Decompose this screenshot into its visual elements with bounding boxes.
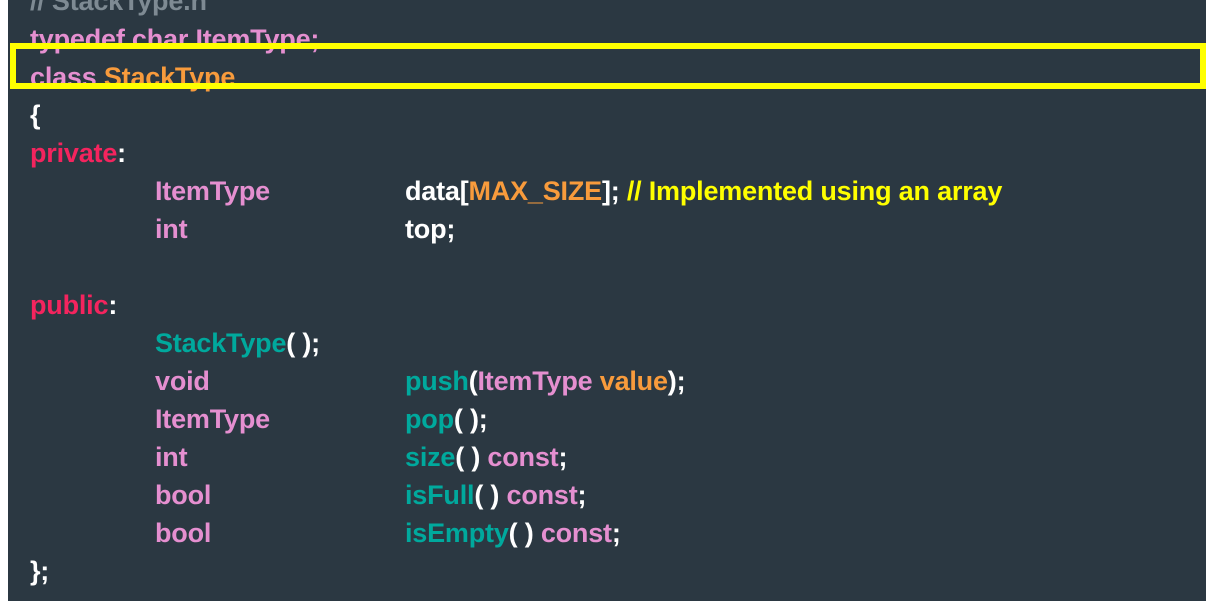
line-class-decl-token-1: StackType bbox=[103, 62, 236, 92]
line-typedef: typedef char ItemType; bbox=[8, 20, 1206, 58]
line-typedef-token-0: typedef char ItemType; bbox=[30, 24, 320, 54]
line-method-pop-name-token-1: ( ); bbox=[453, 404, 488, 434]
line-method-push-name: push(ItemType value); bbox=[405, 362, 686, 400]
line-method-push-name-token-0: push bbox=[405, 366, 469, 396]
line-private: private: bbox=[8, 134, 1206, 172]
line-member-top-name: top; bbox=[405, 210, 455, 248]
line-open-brace-token-0: { bbox=[30, 100, 41, 130]
line-class-decl-token-0: class bbox=[30, 62, 104, 92]
line-method-isempty-type-token-0: bool bbox=[155, 518, 212, 548]
line-method-isempty-name-token-1: ( ) bbox=[508, 518, 541, 548]
line-method-push-name-token-3 bbox=[592, 366, 599, 396]
line-public-token-0: public bbox=[30, 290, 109, 320]
line-member-data-name-token-0: data bbox=[405, 176, 460, 206]
line-method-pop-type: ItemType bbox=[155, 400, 270, 438]
line-close-brace: }; bbox=[8, 552, 1206, 590]
line-method-pop-name: pop( ); bbox=[405, 400, 488, 438]
line-method-isfull-name-token-1: ( ) bbox=[474, 480, 507, 510]
line-open-brace: { bbox=[8, 96, 1206, 134]
line-ctor-type: StackType( ); bbox=[155, 324, 320, 362]
line-member-data: ItemType data[MAX_SIZE]; // Implemented u… bbox=[8, 172, 1206, 210]
line-method-size: int size( ) const; bbox=[8, 438, 1206, 476]
line-method-isempty-name: isEmpty( ) const; bbox=[405, 514, 621, 552]
line-method-push-name-token-1: ( bbox=[468, 366, 478, 396]
line-method-isfull-name-token-2: const bbox=[506, 480, 578, 510]
code-panel: // StackType.h typedef char ItemType; clas… bbox=[8, 0, 1206, 601]
line-method-push-name-token-2: ItemType bbox=[477, 366, 593, 396]
line-file-comment: // StackType.h bbox=[8, 0, 1206, 20]
line-method-isempty: bool isEmpty( ) const; bbox=[8, 514, 1206, 552]
line-method-push-name-token-5: ); bbox=[667, 366, 686, 396]
line-member-data-name-token-2: MAX_SIZE bbox=[468, 176, 603, 206]
line-method-size-name-token-2: const bbox=[487, 442, 559, 472]
line-private-token-0: private bbox=[30, 138, 118, 168]
line-member-data-name-token-3: ]; bbox=[601, 176, 627, 206]
line-method-size-name: size( ) const; bbox=[405, 438, 567, 476]
line-method-push-name-token-4: value bbox=[599, 366, 668, 396]
line-member-top: int top; bbox=[8, 210, 1206, 248]
line-member-data-name-token-1: [ bbox=[459, 176, 469, 206]
line-method-pop-type-token-0: ItemType bbox=[155, 404, 270, 434]
line-method-size-type-token-0: int bbox=[155, 442, 188, 472]
line-class-decl: class StackType bbox=[8, 58, 1206, 96]
line-method-isempty-name-token-3: ; bbox=[611, 518, 621, 548]
line-method-isempty-type: bool bbox=[155, 514, 211, 552]
line-method-push: void push(ItemType value); bbox=[8, 362, 1206, 400]
line-method-push-type-token-0: void bbox=[155, 366, 210, 396]
line-method-pop: ItemType pop( ); bbox=[8, 400, 1206, 438]
line-method-pop-name-token-0: pop bbox=[405, 404, 454, 434]
line-member-top-type-token-0: int bbox=[155, 214, 188, 244]
line-method-isfull: bool isFull( ) const; bbox=[8, 476, 1206, 514]
line-method-isfull-name-token-0: isFull bbox=[405, 480, 475, 510]
line-method-size-type: int bbox=[155, 438, 188, 476]
code-listing: // StackType.h typedef char ItemType; clas… bbox=[8, 0, 1206, 590]
line-blank-1 bbox=[8, 248, 1206, 286]
line-method-size-name-token-3: ; bbox=[558, 442, 568, 472]
line-member-data-type: ItemType bbox=[155, 172, 270, 210]
line-close-brace-token-0: }; bbox=[30, 556, 50, 586]
line-method-isfull-type-token-0: bool bbox=[155, 480, 212, 510]
line-private-token-1: : bbox=[117, 138, 126, 168]
line-ctor-type-token-0: StackType bbox=[155, 328, 287, 358]
line-method-isempty-name-token-0: isEmpty bbox=[405, 518, 509, 548]
line-public: public: bbox=[8, 286, 1206, 324]
line-member-top-name-token-0: top; bbox=[405, 214, 456, 244]
line-member-top-type: int bbox=[155, 210, 188, 248]
line-method-isfull-name: isFull( ) const; bbox=[405, 476, 587, 514]
line-ctor: StackType( ); bbox=[8, 324, 1206, 362]
line-public-token-1: : bbox=[108, 290, 118, 320]
line-ctor-type-token-1: ( ); bbox=[286, 328, 320, 358]
line-member-data-name: data[MAX_SIZE]; // Implemented using an … bbox=[405, 172, 1002, 210]
line-method-isfull-name-token-3: ; bbox=[577, 480, 587, 510]
line-method-isfull-type: bool bbox=[155, 476, 211, 514]
line-method-push-type: void bbox=[155, 362, 210, 400]
line-member-data-name-token-4: // Implemented using an array bbox=[626, 176, 1003, 206]
line-method-isempty-name-token-2: const bbox=[540, 518, 612, 548]
line-method-size-name-token-1: ( ) bbox=[455, 442, 488, 472]
line-member-data-type-token-0: ItemType bbox=[155, 176, 270, 206]
line-file-comment-token-0: // StackType.h bbox=[30, 0, 207, 16]
line-method-size-name-token-0: size bbox=[405, 442, 456, 472]
